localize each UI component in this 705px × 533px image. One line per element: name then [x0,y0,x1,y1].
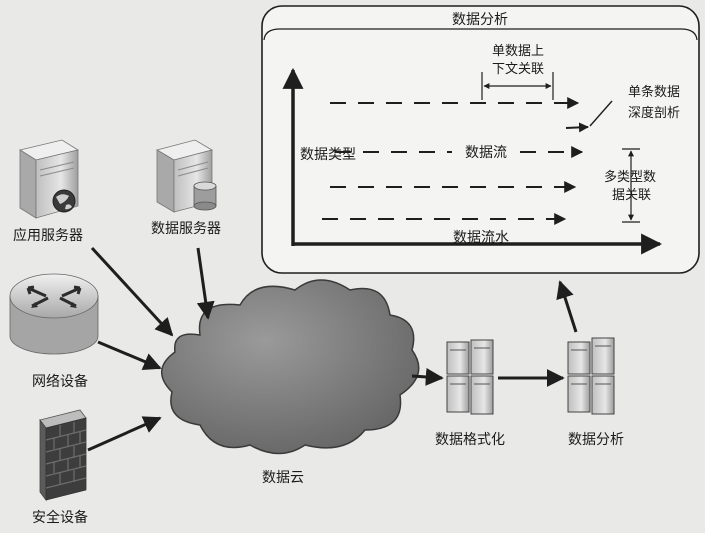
flow-arrows [87,246,578,452]
y-axis-label: 数据类型 [300,147,356,163]
data-server-node: 数据服务器 [151,139,221,237]
arrow-cloud-to-formatting [411,367,444,386]
network-device-node: 网络设备 [9,273,99,390]
analysis-panel: 数据分析 数据类型 数据流水 数据流 单数据上 下文关联 单条数据 深度剖析 多… [261,5,700,274]
router-icon [9,273,99,355]
database-icon [193,181,217,211]
multi-type-label-line1: 多类型数 [604,169,656,185]
panel-frame [261,5,700,274]
globe-icon [52,189,76,213]
arrow-analysis-to-panel [556,280,578,333]
security-device-node: 安全设备 [32,409,88,526]
panel-title: 数据分析 [452,12,508,28]
stream-label: 数据流 [465,145,507,161]
analysis-label: 数据分析 [568,432,624,448]
depth-label-line1: 单条数据 [628,84,680,100]
cloud-icon [161,279,420,455]
multi-type-label-line2: 据关联 [612,188,651,203]
analysis-node: 数据分析 [567,337,624,448]
arrow-app-to-cloud [90,246,174,337]
formatting-node: 数据格式化 [435,339,505,448]
security-device-label: 安全设备 [32,509,88,526]
cloud-label: 数据云 [262,470,304,486]
server-rack-icon [446,339,494,415]
formatting-label: 数据格式化 [435,432,505,448]
depth-label-line2: 深度剖析 [628,105,680,121]
arrow-security-to-cloud [87,416,162,452]
network-device-label: 网络设备 [32,373,88,390]
depth-pointer-arrow [565,122,589,133]
server-icon [155,139,214,213]
context-label-line1: 单数据上 [492,44,544,59]
arrow-dataserver-to-cloud [196,247,215,320]
panel-header-divider [280,28,698,41]
firewall-icon [39,409,87,502]
x-axis-label: 数据流水 [453,230,509,246]
context-label-line2: 下文关联 [492,62,544,77]
server-rack-icon [567,337,615,415]
app-server-label: 应用服务器 [13,227,83,244]
arrow-network-to-cloud [97,340,162,371]
data-cloud-node: 数据云 [161,279,420,486]
app-server-node: 应用服务器 [13,139,83,244]
data-server-label: 数据服务器 [151,221,221,237]
